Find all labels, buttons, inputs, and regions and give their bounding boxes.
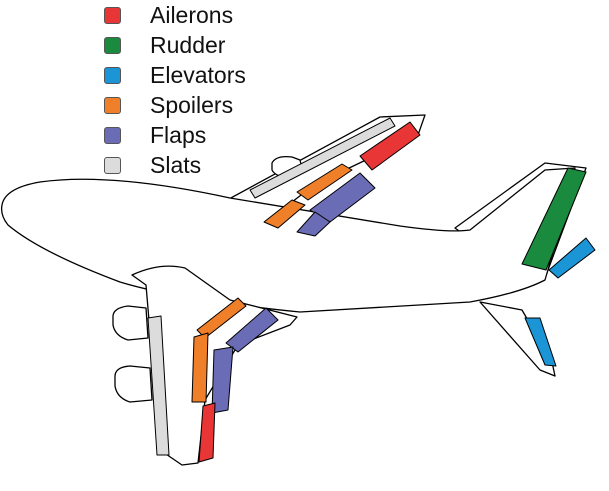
far-spoiler-outer: [296, 163, 353, 201]
legend-label: Elevators: [150, 62, 246, 88]
near-aileron: [198, 402, 216, 463]
elevators-swatch: [104, 66, 121, 84]
near-flap-inner: [225, 307, 279, 353]
ailerons-swatch: [104, 6, 121, 24]
near-engine-inner: [112, 305, 149, 341]
legend-item-flaps: Flaps: [104, 120, 246, 150]
legend-label: Rudder: [150, 32, 226, 58]
rudder-swatch: [104, 36, 121, 54]
legend-item-elevators: Elevators: [104, 60, 246, 90]
far-flap-inner: [296, 211, 331, 237]
horizontal-stabilizer: [479, 301, 556, 377]
legend-label: Spoilers: [150, 92, 234, 118]
rudder: [521, 167, 587, 271]
elevator-lower: [524, 317, 557, 367]
legend-label: Ailerons: [150, 2, 234, 28]
legend-item-slats: Slats: [104, 150, 246, 180]
far-aileron: [359, 121, 421, 171]
legend-label: Slats: [150, 152, 202, 178]
legend-item-rudder: Rudder: [104, 30, 246, 60]
elevator-upper: [548, 237, 596, 279]
near-spoiler-outer: [191, 332, 209, 403]
legend: Ailerons Rudder Elevators Spoilers Flaps…: [104, 0, 246, 180]
slats-swatch: [104, 156, 121, 174]
near-slat: [147, 315, 170, 456]
legend-item-spoilers: Spoilers: [104, 90, 246, 120]
legend-label: Flaps: [150, 122, 207, 148]
near-engine-outer: [114, 365, 153, 403]
near-flap-outer: [211, 346, 234, 414]
legend-item-ailerons: Ailerons: [104, 0, 246, 30]
flaps-swatch: [104, 126, 121, 144]
far-slat: [249, 117, 396, 199]
spoilers-swatch: [104, 96, 121, 114]
far-spoiler-inner: [263, 199, 306, 229]
